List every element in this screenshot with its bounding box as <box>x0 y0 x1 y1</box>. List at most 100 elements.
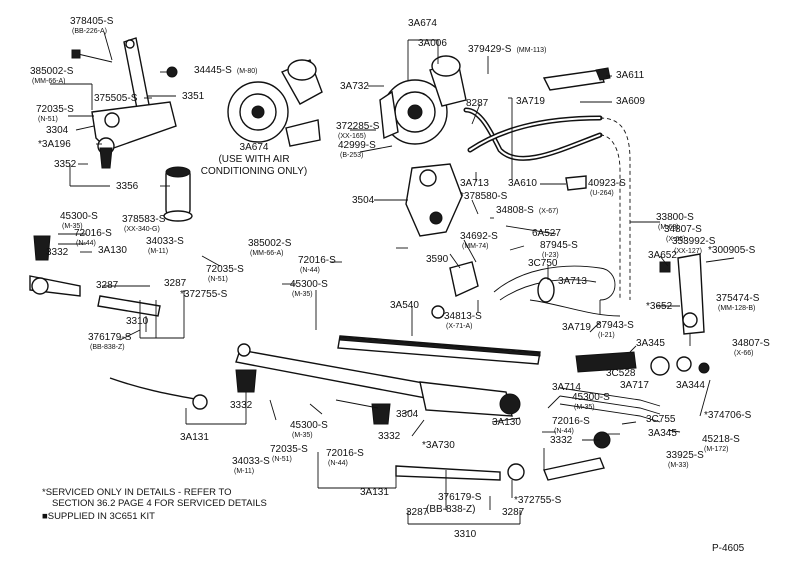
power-steering-pump-ac-inset <box>227 59 323 147</box>
callout-3287: 3287 <box>502 507 525 518</box>
callout-part-number: *372755-S <box>180 289 228 300</box>
callout-spec-code: (X-71-A) <box>446 323 472 330</box>
callout-part-number: 3356 <box>116 181 139 192</box>
callout-3a006: 3A006 <box>418 38 447 49</box>
callout-3a196: *3A196 <box>38 139 71 150</box>
callout-part-number: 6A527 <box>532 228 561 239</box>
callout-part-number: 72035-S <box>36 104 74 115</box>
callout-part-number: 3A345 <box>648 428 677 439</box>
callout-3c528: 3C528 <box>606 368 636 379</box>
callout-part-number: 3352 <box>54 159 77 170</box>
callout-3287: 3287 <box>96 280 119 291</box>
callout-part-number: 3A719 <box>516 96 545 107</box>
callout-part-number: 3332 <box>550 435 573 446</box>
callout-spec-code: (N-44) <box>300 267 320 274</box>
callout-part-number: *378580-S <box>460 191 508 202</box>
callout-72016-s: 72016-S(N-44) <box>298 255 336 274</box>
callout-part-number: *3A196 <box>38 139 71 150</box>
callout-spec-code: (MM-113) <box>517 47 547 54</box>
callout-part-number: 3A131 <box>180 432 209 443</box>
callout-3a652: 3A652 <box>648 250 677 261</box>
callout-372755-s: *372755-S <box>180 289 228 300</box>
callout-part-number: 40923-S <box>588 178 626 189</box>
callout-3a611: 3A611 <box>616 70 645 81</box>
callout-part-number: 3304 <box>396 409 419 420</box>
callout-378583-s: 378583-S(XX-340-G) <box>122 214 166 233</box>
callout-spec-code: (N-44) <box>76 240 96 247</box>
callout-part-number: 3A610 <box>508 178 537 189</box>
callout-87945-s: 87945-S(I-23) <box>540 240 578 259</box>
callout-part-number: 72035-S <box>270 444 308 455</box>
callout-spec-code: (XX-340-G) <box>124 226 160 233</box>
callout-3a131: 3A131 <box>360 487 389 498</box>
callout-part-number: 375474-S <box>716 293 760 304</box>
callout-part-number: 3A652 <box>648 250 677 261</box>
callout-34807-s: 34807-S(X-66) <box>664 224 702 243</box>
callout-3a130: 3A130 <box>98 245 127 256</box>
callout-part-number: 3C755 <box>646 414 676 425</box>
callout-spec-code: (N-44) <box>328 460 348 467</box>
callout-part-number: 3590 <box>426 254 449 265</box>
valve-body-3a730 <box>419 381 521 417</box>
callout-3a610: 3A610 <box>508 178 537 189</box>
callout-part-number: 8287 <box>466 98 489 109</box>
callout-353992-s: 353992-S(XX-127) <box>672 236 716 255</box>
callout-spec-code: (M-11) <box>148 248 168 255</box>
footnote-serviced: *SERVICED ONLY IN DETAILS - REFER TO <box>42 487 232 498</box>
figure-id: P-4605 <box>712 543 745 554</box>
power-steering-pump-main <box>379 55 467 145</box>
callout-spec-code: (M-80) <box>237 68 258 75</box>
callout-40923-s: 40923-S(U-264) <box>588 178 626 197</box>
callout-part-number: 3A130 <box>492 417 521 428</box>
callout-part-number: 34808-S <box>496 205 534 216</box>
callout-part-number: 45300-S <box>60 211 98 222</box>
callout-3287: 3287 <box>406 507 429 518</box>
callout-3a714: 3A714 <box>552 382 581 393</box>
callout-part-number: 3A713 <box>460 178 489 189</box>
callout-3304: 3304 <box>396 409 419 420</box>
callout-spec-code: (X-66) <box>734 350 753 357</box>
callout-spec-code: (N-44) <box>554 428 574 435</box>
leader-lines <box>50 31 735 525</box>
callout-part-number: 378583-S <box>122 214 166 225</box>
callout-part-number: 3A674 <box>408 18 437 29</box>
callout-6a527: 6A527 <box>532 228 561 239</box>
callout-part-number: 3A609 <box>616 96 645 107</box>
callout-part-number: 3332 <box>230 400 253 411</box>
callout-spec-code: (U-264) <box>590 190 614 197</box>
callout-spec-code: (BB-226-A) <box>72 28 107 35</box>
callout-3a713: 3A713 <box>558 276 587 287</box>
callout-part-number: 385002-S <box>248 238 292 249</box>
callout-part-number: 34807-S <box>664 224 702 235</box>
callout-part-number: 34807-S <box>732 338 770 349</box>
callout-45300-s: 45300-S(M-35) <box>572 392 610 411</box>
callout-3c750: 3C750 <box>528 258 558 269</box>
callout-spec-code: (M-35) <box>62 223 83 230</box>
callout-spec-code: (MM-66-A) <box>250 250 283 257</box>
footnote-section: SECTION 36.2 PAGE 4 FOR SERVICED DETAILS <box>52 498 267 509</box>
idler-arm-bracket <box>123 37 153 125</box>
bushing-3356 <box>163 166 193 222</box>
callout-3352: 3352 <box>54 159 77 170</box>
callout-3652: *3652 <box>646 301 673 312</box>
callout-part-number: 3287 <box>406 507 429 518</box>
callout-part-number: 3A345 <box>636 338 665 349</box>
callout-spec-code: (MM-128-B) <box>718 305 755 312</box>
callout-part-number: 3504 <box>352 195 375 206</box>
callout-3c755: 3C755 <box>646 414 676 425</box>
callout-3a713: 3A713 <box>460 178 489 189</box>
callout-spec-code: (X-66) <box>666 236 685 243</box>
bracket-3a652 <box>659 253 705 335</box>
callout-45300-s: 45300-S(M-35) <box>60 211 98 230</box>
callout-part-number: 72016-S <box>326 448 364 459</box>
callout-part-number: 3A131 <box>360 487 389 498</box>
callout-part-number: 378405-S <box>70 16 114 27</box>
callout-3332: 3332 <box>378 431 401 442</box>
callout-72016-s: 72016-S(N-44) <box>552 416 590 435</box>
callout-spec-code: (XX-127) <box>674 248 702 255</box>
bracket-3a611 <box>542 67 611 91</box>
callout-part-number: *300905-S <box>708 245 756 256</box>
callout-part-number: 385002-S <box>30 66 74 77</box>
callout-3a674: 3A674 <box>408 18 437 29</box>
